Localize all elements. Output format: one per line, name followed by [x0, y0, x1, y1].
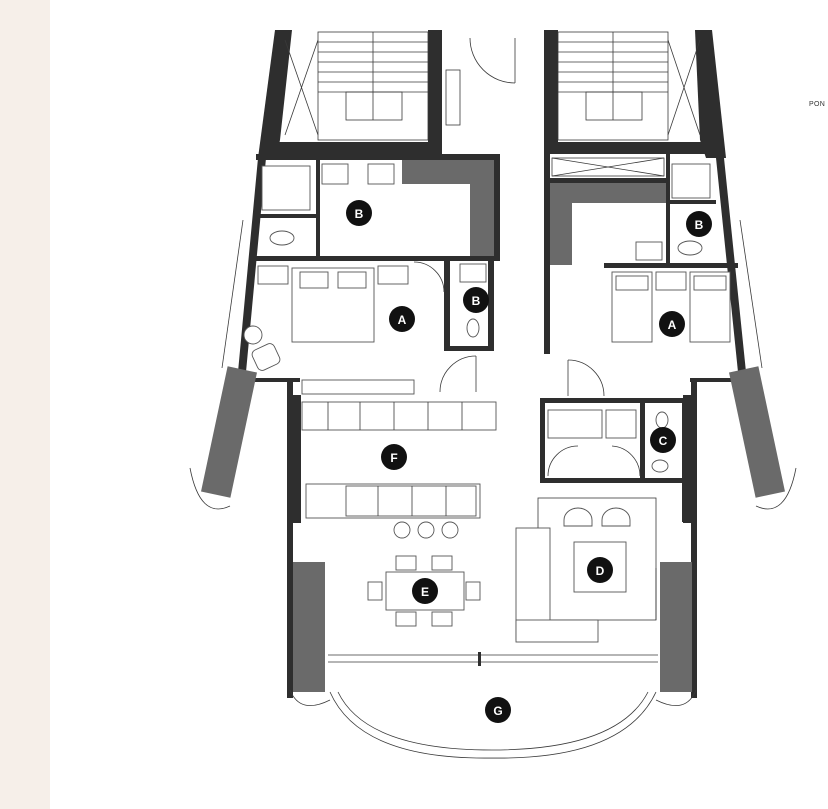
room-label-bath-right: B [695, 218, 704, 232]
corner-label: PON [809, 101, 826, 108]
room-label-living: D [596, 564, 605, 578]
balcony-columns [189, 366, 797, 707]
living-furniture [515, 497, 657, 643]
left-closet-hatch [402, 160, 494, 256]
room-label-kitchen: F [390, 451, 397, 465]
room-marker-bath-left: B [346, 200, 372, 226]
curved-balcony [329, 691, 657, 759]
room-marker-bedroom-right: A [659, 311, 685, 337]
side-strip [0, 0, 50, 809]
room-label-bedroom-left: A [398, 313, 407, 327]
left-armchair [243, 325, 281, 371]
left-door [439, 355, 477, 393]
left-bed [257, 261, 445, 343]
room-marker-living: D [587, 557, 613, 583]
stair-treads-right [558, 41, 668, 121]
room-marker-wc: C [650, 427, 676, 453]
right-closet-hatch [550, 183, 666, 265]
room-marker-bath-left-small: B [463, 287, 489, 313]
living-walls [287, 380, 697, 698]
stair-treads-left [318, 41, 428, 121]
right-bath-fixtures [551, 157, 711, 261]
utility-core [540, 398, 687, 522]
room-marker-balcony: G [485, 697, 511, 723]
stair-core-left [258, 30, 442, 158]
room-label-bath-left-small: B [472, 294, 481, 308]
kitchen-counter-top [301, 379, 497, 431]
right-twin-beds [611, 271, 731, 343]
stair-core-right [544, 30, 726, 158]
room-marker-bedroom-left: A [389, 306, 415, 332]
left-bath-fixtures [261, 163, 487, 338]
right-door [567, 359, 605, 397]
room-label-balcony: G [493, 704, 502, 718]
room-marker-dining: E [412, 578, 438, 604]
room-marker-kitchen: F [381, 444, 407, 470]
kitchen-island [305, 483, 481, 539]
right-bedroom-walls [544, 154, 738, 382]
room-label-wc: C [659, 434, 668, 448]
left-bedroom-walls [246, 154, 500, 382]
dining-table [367, 555, 481, 627]
room-label-bedroom-right: A [668, 318, 677, 332]
corridor-door [445, 37, 516, 126]
room-label-bath-left: B [355, 207, 364, 221]
room-label-dining: E [421, 585, 429, 599]
room-marker-bath-right: B [686, 211, 712, 237]
